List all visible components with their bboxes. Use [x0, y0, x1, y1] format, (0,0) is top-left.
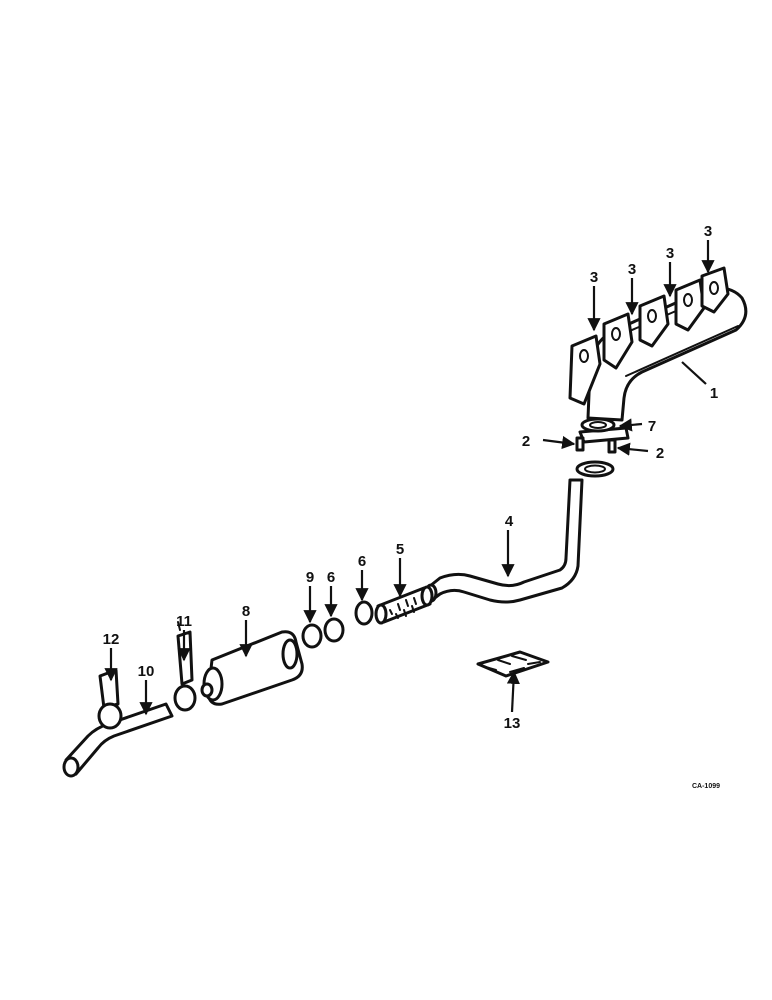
leader-lines	[104, 240, 715, 716]
callout-3: 3	[666, 245, 674, 262]
callout-3: 3	[704, 223, 712, 240]
hose-clamp-6b	[323, 617, 345, 643]
heat-shield	[476, 650, 550, 678]
callout-13: 13	[504, 715, 521, 732]
exhaust-manifold	[568, 266, 748, 444]
flexible-connector	[374, 585, 434, 625]
callout-10: 10	[138, 663, 155, 680]
exhaust-pipe	[424, 460, 615, 604]
callout-2: 2	[522, 433, 530, 450]
callout-7: 7	[648, 418, 656, 435]
callout-3: 3	[628, 261, 636, 278]
callout-12: 12	[103, 631, 120, 648]
callout-5: 5	[396, 541, 404, 558]
callout-1: 1	[710, 385, 718, 402]
callout-labels: 3 3 3 3 1 7 2 2 4 5 6 6 9 8 11 12 10 13 …	[103, 223, 720, 790]
callout-2: 2	[656, 445, 664, 462]
callout-9: 9	[306, 569, 314, 586]
tail-pipe	[62, 702, 174, 778]
callout-3: 3	[590, 269, 598, 286]
drawing-code: CA-1099	[692, 783, 720, 790]
callout-4: 4	[505, 513, 514, 530]
callout-6: 6	[327, 569, 335, 586]
hose-clamp-6a	[354, 600, 374, 626]
callout-8: 8	[242, 603, 250, 620]
manifold-gasket	[580, 417, 616, 433]
callout-6: 6	[358, 553, 366, 570]
callout-11: 11	[176, 613, 192, 630]
pipe-clamp-9	[301, 623, 323, 649]
flange-bolts	[575, 436, 617, 454]
muffler	[200, 630, 304, 706]
